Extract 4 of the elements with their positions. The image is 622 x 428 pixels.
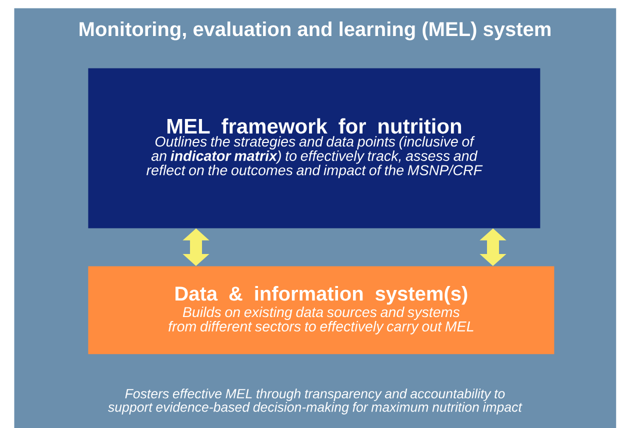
system-box: Data & information system(s) Builds on existing data sources and systems from different sectors to effectively carry out MEL (88, 266, 554, 354)
panel-title: Monitoring, evaluation and learning (MEL) system (80, 22, 550, 40)
panel-footer: Fosters effective MEL through transparency and accountability to support evidence-based decision-making for maximum nutrition impact (108, 388, 522, 414)
framework-box: MEL framework for nutrition Outlines the strategies and data points (inclusive of an indicator matrix) to effectively track, assess and reflect on the outcomes and impact of the MSNP/CRF (88, 68, 540, 228)
